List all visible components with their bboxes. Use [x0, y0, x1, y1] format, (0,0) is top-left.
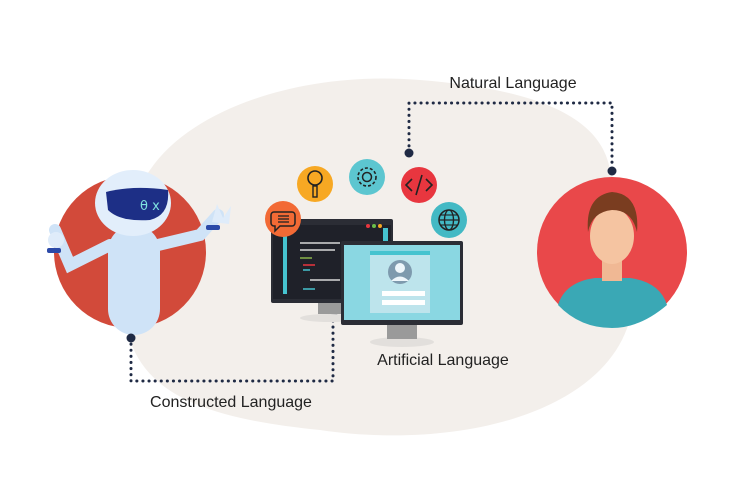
connector-dot	[126, 333, 136, 343]
constructed-language-label: Constructed Language	[150, 394, 312, 411]
artificial-language-label: Artificial Language	[377, 352, 509, 369]
robot-visor-text: θ x	[140, 199, 160, 214]
connector-dot	[404, 148, 414, 158]
globe-icon	[431, 202, 467, 238]
connector-natural	[129, 101, 614, 383]
magnifier-icon	[297, 166, 333, 202]
natural-language-label: Natural Language	[449, 75, 577, 92]
connector-dot	[607, 166, 617, 176]
person-avatar	[558, 192, 667, 328]
code-icon	[401, 167, 437, 203]
robot: θ x	[47, 170, 231, 335]
login-monitor	[341, 241, 463, 347]
gear-icon	[349, 159, 385, 195]
chat-icon	[265, 201, 301, 237]
